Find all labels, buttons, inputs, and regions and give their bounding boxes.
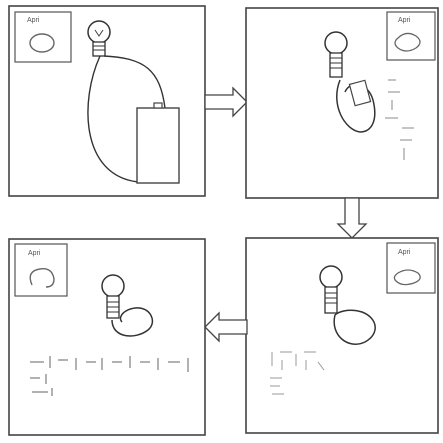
panel-1-inset xyxy=(15,12,71,62)
panel-1-battery xyxy=(137,108,179,183)
panel-2-inset-label: Apri xyxy=(398,17,411,24)
panel-1: Apri xyxy=(9,6,205,196)
arrow-down xyxy=(338,198,366,238)
panel-4-inset xyxy=(15,244,67,296)
panel-3-inset-label: Apri xyxy=(398,249,411,256)
panel-4-inset-label: Apri xyxy=(28,250,41,257)
panel-4: Apri xyxy=(9,239,205,435)
panel-1-battery-terminal xyxy=(154,103,162,108)
panel-1-inset-label: Apri xyxy=(27,17,40,24)
arrow-right xyxy=(205,88,247,116)
panel-2-inset xyxy=(387,12,435,60)
panel-3-inset xyxy=(387,243,435,293)
panel-2: Apri xyxy=(246,8,438,198)
panel-3: Apri xyxy=(246,238,438,433)
arrow-left xyxy=(205,313,247,341)
